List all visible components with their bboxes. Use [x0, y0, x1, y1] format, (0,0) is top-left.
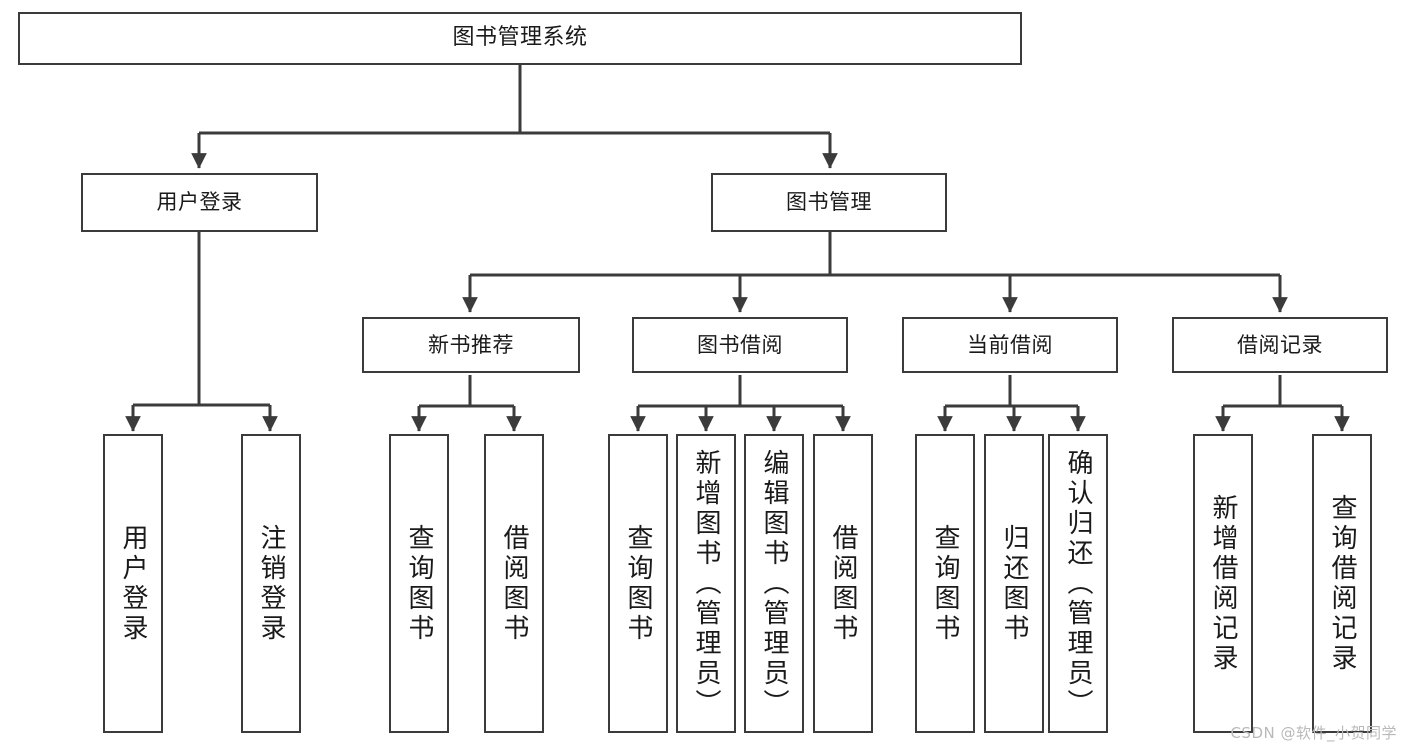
node-label: 查询图书	[404, 523, 434, 644]
node-label: 借阅图书	[499, 523, 529, 644]
node-label: 查询借阅记录	[1327, 493, 1357, 674]
node-root-system[interactable]: 图书管理系统	[18, 12, 1022, 65]
node-leaf-borrow-book-1[interactable]: 借阅图书	[484, 434, 544, 733]
node-label: 查询图书	[930, 523, 960, 644]
node-label: 编辑图书（管理员）	[759, 448, 789, 719]
node-leaf-user-login[interactable]: 用户登录	[103, 434, 163, 733]
node-new-book-recommend[interactable]: 新书推荐	[362, 317, 580, 373]
node-label: 新增借阅记录	[1208, 493, 1238, 674]
node-label: 查询图书	[623, 523, 653, 644]
node-label: 图书借阅	[697, 332, 783, 357]
node-label: 用户登录	[156, 190, 243, 215]
node-leaf-edit-book[interactable]: 编辑图书（管理员）	[744, 434, 804, 733]
node-label: 注销登录	[256, 523, 286, 644]
node-label: 借阅记录	[1237, 332, 1323, 357]
node-leaf-return-book[interactable]: 归还图书	[984, 434, 1044, 733]
node-leaf-query-record[interactable]: 查询借阅记录	[1312, 434, 1372, 733]
node-label: 借阅图书	[828, 523, 858, 644]
node-label: 当前借阅	[967, 332, 1053, 357]
node-user-login[interactable]: 用户登录	[81, 173, 318, 232]
node-label: 确认归还（管理员）	[1063, 448, 1093, 719]
node-label: 新增图书（管理员）	[691, 448, 721, 719]
node-label: 新书推荐	[428, 332, 514, 357]
node-leaf-confirm-return[interactable]: 确认归还（管理员）	[1048, 434, 1108, 733]
node-current-borrow[interactable]: 当前借阅	[902, 317, 1118, 373]
node-leaf-add-book[interactable]: 新增图书（管理员）	[676, 434, 736, 733]
watermark-text: CSDN @软件_小贺同学	[1230, 724, 1397, 742]
node-leaf-query-book-2[interactable]: 查询图书	[608, 434, 668, 733]
node-label: 图书管理系统	[452, 25, 588, 51]
node-label: 归还图书	[999, 523, 1029, 644]
node-leaf-query-book-3[interactable]: 查询图书	[915, 434, 975, 733]
node-label: 用户登录	[118, 523, 148, 644]
node-book-borrow[interactable]: 图书借阅	[632, 317, 848, 373]
node-label: 图书管理	[786, 190, 872, 215]
node-leaf-logout-login[interactable]: 注销登录	[241, 434, 301, 733]
node-leaf-borrow-book-2[interactable]: 借阅图书	[813, 434, 873, 733]
node-leaf-query-book-1[interactable]: 查询图书	[389, 434, 449, 733]
node-book-manage[interactable]: 图书管理	[711, 173, 947, 232]
node-borrow-record[interactable]: 借阅记录	[1172, 317, 1388, 373]
node-leaf-add-record[interactable]: 新增借阅记录	[1193, 434, 1253, 733]
